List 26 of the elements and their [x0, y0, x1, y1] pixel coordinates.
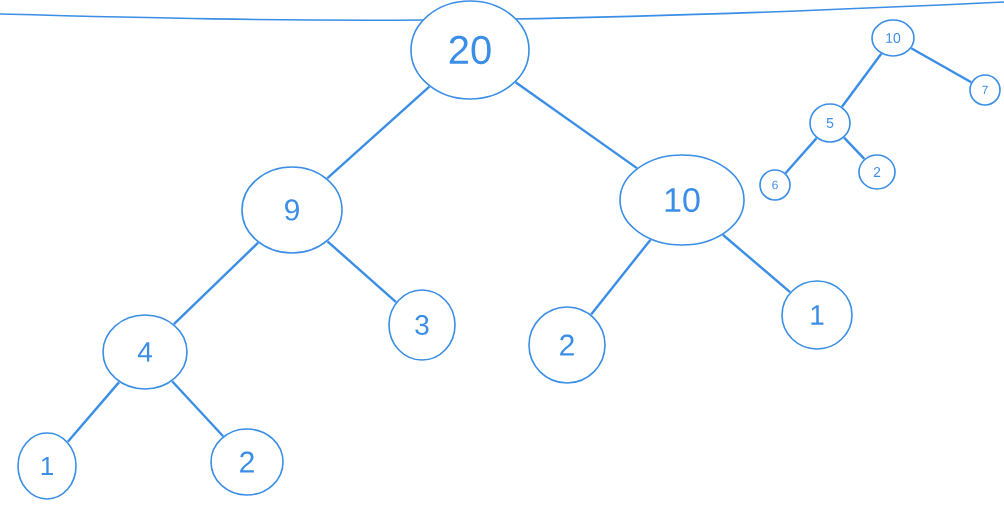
- tree-node: 2: [528, 306, 606, 384]
- branch-line: [722, 233, 791, 293]
- branch-line: [910, 47, 972, 84]
- branch-line: [171, 380, 225, 438]
- branch-line: [590, 238, 652, 316]
- branch-line: [326, 240, 397, 303]
- branch-line: [841, 53, 883, 108]
- branch-line: [326, 85, 431, 180]
- tree-node: 4: [102, 314, 188, 390]
- tree-node: 1: [781, 280, 853, 350]
- tree-node: 7: [969, 74, 1001, 106]
- branch-line: [173, 241, 260, 325]
- tree-node: 3: [388, 289, 456, 361]
- branch-line: [784, 137, 818, 174]
- tree-node: 20: [410, 0, 530, 100]
- tree-node: 6: [759, 169, 791, 201]
- tree-node: 10: [619, 154, 745, 246]
- tree-node: 2: [858, 154, 896, 190]
- tree-node: 1: [17, 432, 77, 500]
- tree-node: 5: [809, 103, 851, 143]
- branch-line: [514, 81, 638, 170]
- tree-node: 2: [210, 428, 284, 496]
- branch-line: [843, 136, 866, 160]
- branch-line: [66, 381, 121, 443]
- tree-node: 9: [241, 166, 343, 254]
- tree-node: 10: [871, 19, 915, 57]
